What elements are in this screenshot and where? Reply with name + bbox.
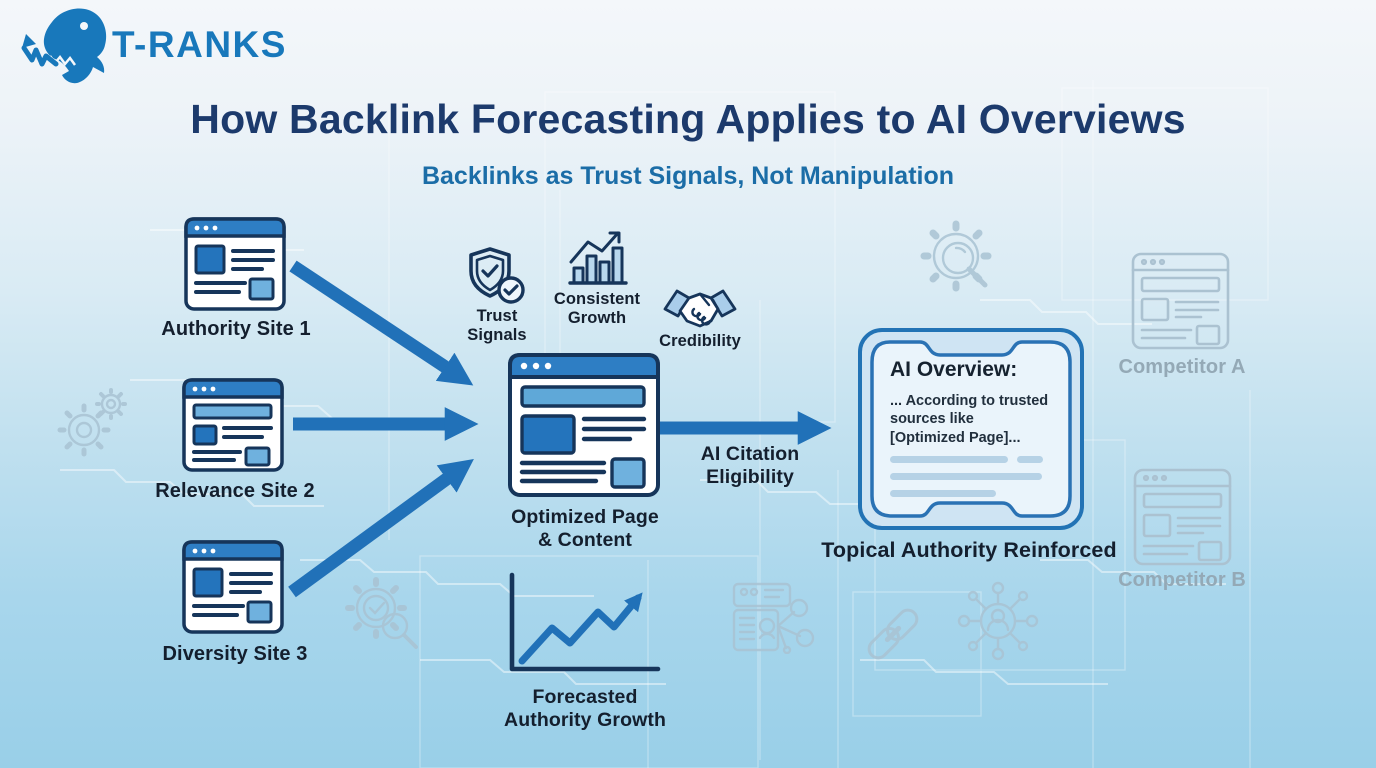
result-label: Topical Authority Reinforced	[821, 538, 1117, 562]
competitor-label: Competitor A	[1118, 356, 1246, 378]
site-label: Relevance Site 2	[155, 480, 315, 502]
ai-overview-heading: AI Overview:	[890, 358, 1018, 381]
chain-link-icon	[867, 608, 919, 660]
central-page-label: Optimized Page & Content	[511, 506, 659, 551]
site-label: Diversity Site 3	[162, 643, 308, 665]
faded-browser-competitor-b-icon	[1133, 468, 1232, 566]
signal-label: Credibility	[659, 332, 741, 350]
citation-label: AI Citation Eligibility	[700, 443, 800, 488]
browser-relevance-site-icon	[182, 378, 284, 472]
logo-wordmark: T-RANKS	[112, 24, 287, 65]
browser-share-network-icon	[732, 582, 815, 654]
signal-label: Consistent Growth	[553, 290, 641, 328]
gears-icon	[57, 388, 127, 457]
faded-browser-competitor-a-icon	[1131, 252, 1230, 350]
ai-overview-placeholder-lines	[890, 456, 1043, 497]
growth-line-chart-icon	[509, 572, 661, 672]
competitor-label: Competitor B	[1118, 569, 1246, 591]
person-network-icon	[957, 581, 1039, 661]
trex-logo-icon	[21, 8, 107, 84]
shield-check-icon	[469, 247, 525, 304]
gear-check-magnifier-icon	[345, 577, 418, 649]
forecast-label: Forecasted Authority Growth	[504, 686, 666, 731]
ai-overview-body: ... According to trusted sources like [O…	[890, 393, 1049, 446]
signal-label: Trust Signals	[467, 307, 527, 345]
site-label: Authority Site 1	[161, 318, 311, 340]
logo: T-RANKS	[12, 4, 287, 86]
page-title: How Backlink Forecasting Applies to AI O…	[190, 96, 1186, 142]
browser-diversity-site-icon	[182, 540, 284, 634]
page-subtitle: Backlinks as Trust Signals, Not Manipula…	[421, 162, 955, 190]
handshake-icon	[663, 289, 737, 328]
browser-optimized-page-icon	[508, 353, 660, 497]
growth-bars-icon	[568, 231, 628, 285]
ai-overview-frame	[870, 340, 1072, 518]
browser-authority-site-icon	[184, 217, 286, 311]
gear-magnifier-icon	[920, 220, 992, 292]
ai-overview-card: AI Overview: ... According to trusted so…	[858, 328, 1084, 530]
